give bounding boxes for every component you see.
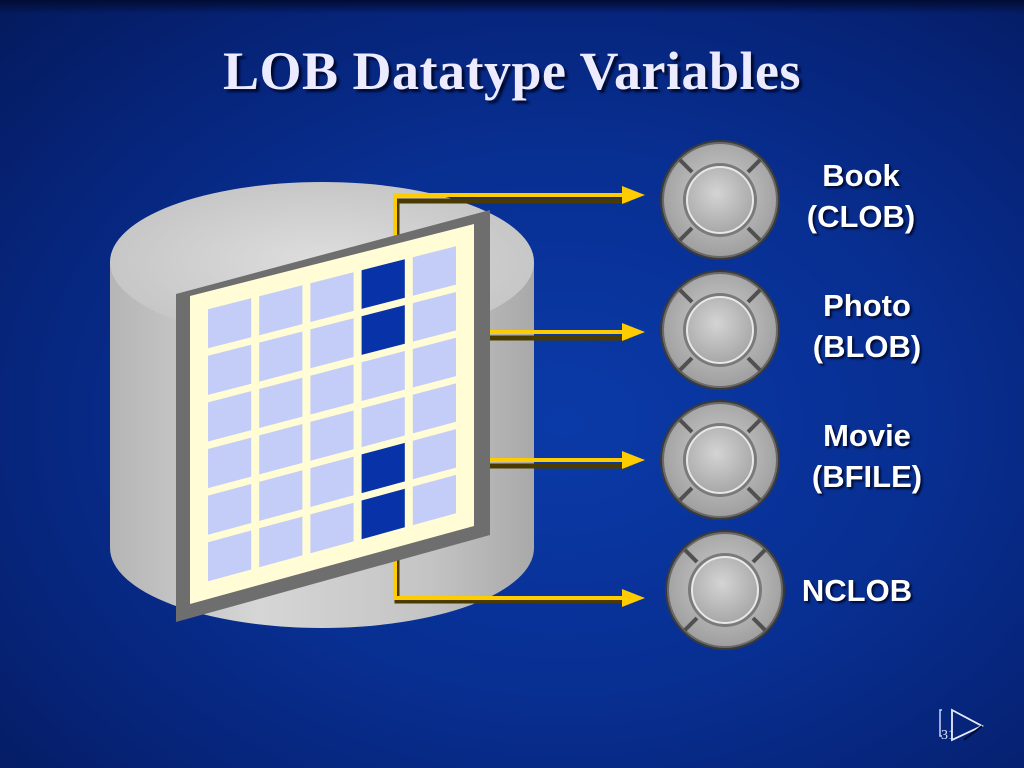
label-line: (BFILE) (811, 459, 923, 494)
disc-icon (660, 400, 780, 520)
disc-icon (665, 530, 785, 650)
slide-title: LOB Datatype Variables (222, 41, 802, 101)
table-cell (259, 331, 303, 382)
table-cell (259, 470, 303, 521)
table-cell (310, 410, 354, 461)
table-cell (361, 351, 405, 401)
label-book-clob: Book (CLOB) (771, 155, 951, 237)
disc-icon (660, 270, 780, 390)
next-slide-button[interactable] (936, 706, 988, 746)
next-slide-arrow-icon (939, 708, 985, 742)
table-cell (310, 502, 354, 554)
table-cell (412, 474, 456, 526)
slide-number: 31 (941, 728, 955, 743)
table-cell (412, 429, 456, 480)
table-cell (310, 272, 354, 322)
table-cells (208, 246, 456, 582)
label-line: Book (822, 158, 900, 193)
table-cell (310, 318, 354, 369)
disc-icon (660, 140, 780, 260)
table-cell (412, 383, 456, 434)
table-cell (208, 298, 252, 349)
arrow-to-movie (486, 451, 645, 469)
table-cell (208, 344, 252, 395)
arrow-to-book (393, 186, 645, 242)
label-line: (CLOB) (806, 199, 916, 234)
table-cell (208, 391, 252, 442)
label-movie-bfile: Movie (BFILE) (777, 415, 957, 497)
table-cell (412, 246, 456, 296)
label-photo-blob: Photo (BLOB) (777, 285, 957, 367)
table-cell-highlighted (361, 305, 405, 355)
table-cell (412, 292, 456, 342)
table-cell-highlighted (361, 488, 405, 540)
table-cell (412, 337, 456, 388)
label-line: NCLOB (801, 573, 913, 608)
label-line: (BLOB) (812, 329, 922, 364)
table-cell (259, 516, 303, 568)
table-cell-highlighted (361, 259, 405, 309)
table-cell (259, 424, 303, 475)
discs (660, 140, 785, 650)
table-cell (310, 364, 354, 415)
table-cell (361, 396, 405, 448)
table-cell (208, 530, 252, 582)
table-cell (259, 377, 303, 428)
table-cell (310, 456, 354, 507)
arrow-to-photo (486, 323, 645, 341)
top-band (0, 0, 1024, 14)
label-line: Movie (823, 418, 911, 453)
label-nclob: NCLOB (767, 570, 947, 611)
label-line: Photo (823, 288, 911, 323)
table-cell (208, 484, 252, 535)
table-cell (259, 285, 303, 336)
table-cell-highlighted (361, 442, 405, 494)
table-cell (208, 437, 252, 489)
table-grid-icon (176, 210, 490, 622)
